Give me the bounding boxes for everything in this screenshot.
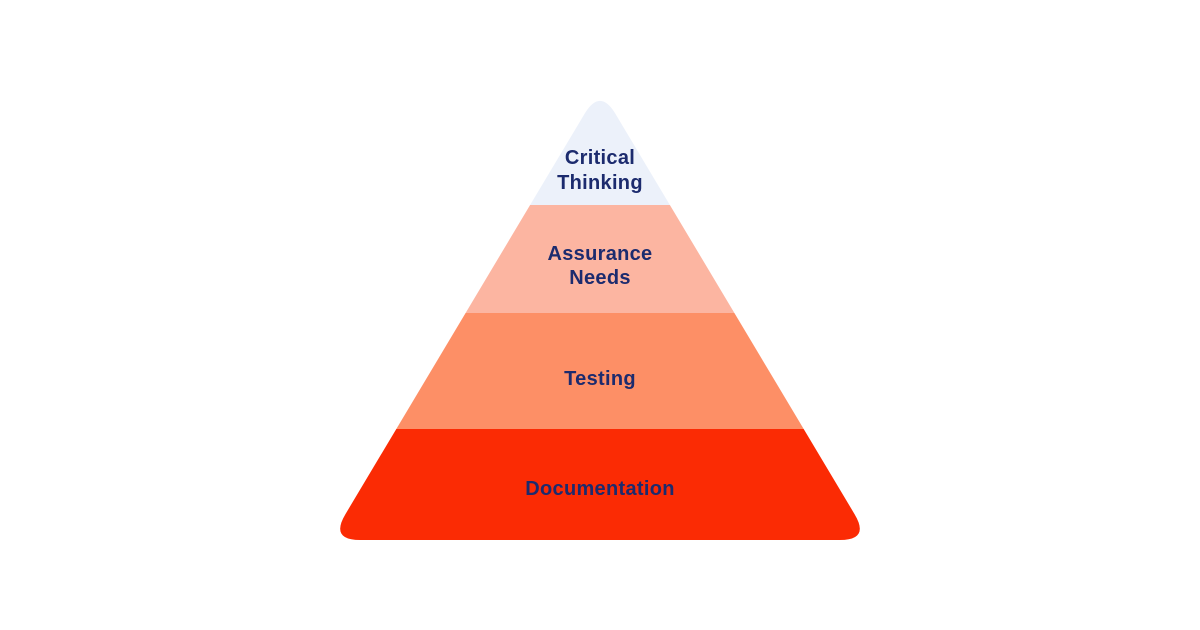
tier-label-critical-thinking-line1: Critical — [565, 147, 635, 169]
tier-label-assurance-needs-line1: Assurance — [548, 243, 653, 265]
tier-label-assurance-needs-line2: Needs — [569, 267, 631, 289]
tier-documentation — [340, 429, 860, 541]
tier-label-critical-thinking-line2: Thinking — [557, 172, 643, 194]
tier-label-documentation: Documentation — [525, 478, 674, 500]
pyramid-labels: Critical Thinking Assurance Needs Testin… — [525, 147, 674, 500]
tier-label-testing: Testing — [564, 368, 636, 390]
